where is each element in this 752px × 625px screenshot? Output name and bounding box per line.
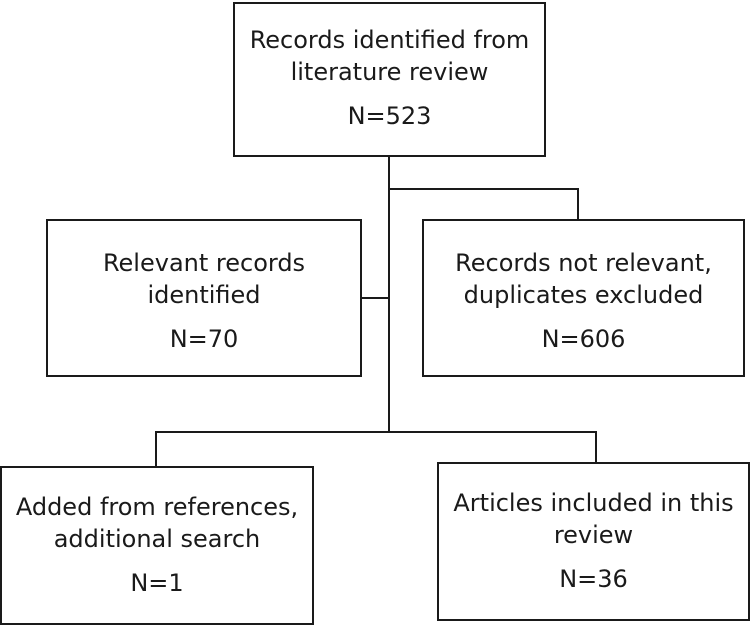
node-count: N=70: [169, 325, 239, 353]
node-label-line-1: Relevant records: [102, 249, 306, 277]
node-count: N=606: [541, 325, 626, 353]
node-added-from-references: Added from references, additional search…: [0, 466, 314, 625]
node-label-line-2: literature review: [290, 58, 489, 86]
node-count: N=1: [130, 569, 184, 597]
node-label-line-2: review: [553, 521, 634, 549]
node-label-line-1: Records not relevant,: [455, 249, 712, 277]
node-count: N=36: [559, 565, 628, 593]
connector-to-excluded: [388, 188, 579, 220]
node-articles-included: Articles included in this review N=36: [437, 462, 750, 621]
node-records-excluded: Records not relevant, duplicates exclude…: [422, 219, 745, 377]
node-label-line-2: additional search: [53, 525, 261, 553]
node-label-line-2: identified: [147, 281, 261, 309]
node-label-line-2: duplicates excluded: [463, 281, 704, 309]
node-label-line-1: Articles included in this: [453, 489, 734, 517]
node-label-line-1: Records identified from: [249, 26, 530, 54]
node-records-identified: Records identified from literature revie…: [233, 2, 546, 157]
node-relevant-records: Relevant records identified N=70: [46, 219, 362, 377]
node-label-line-1: Added from references,: [15, 493, 299, 521]
node-count: N=523: [347, 102, 432, 130]
